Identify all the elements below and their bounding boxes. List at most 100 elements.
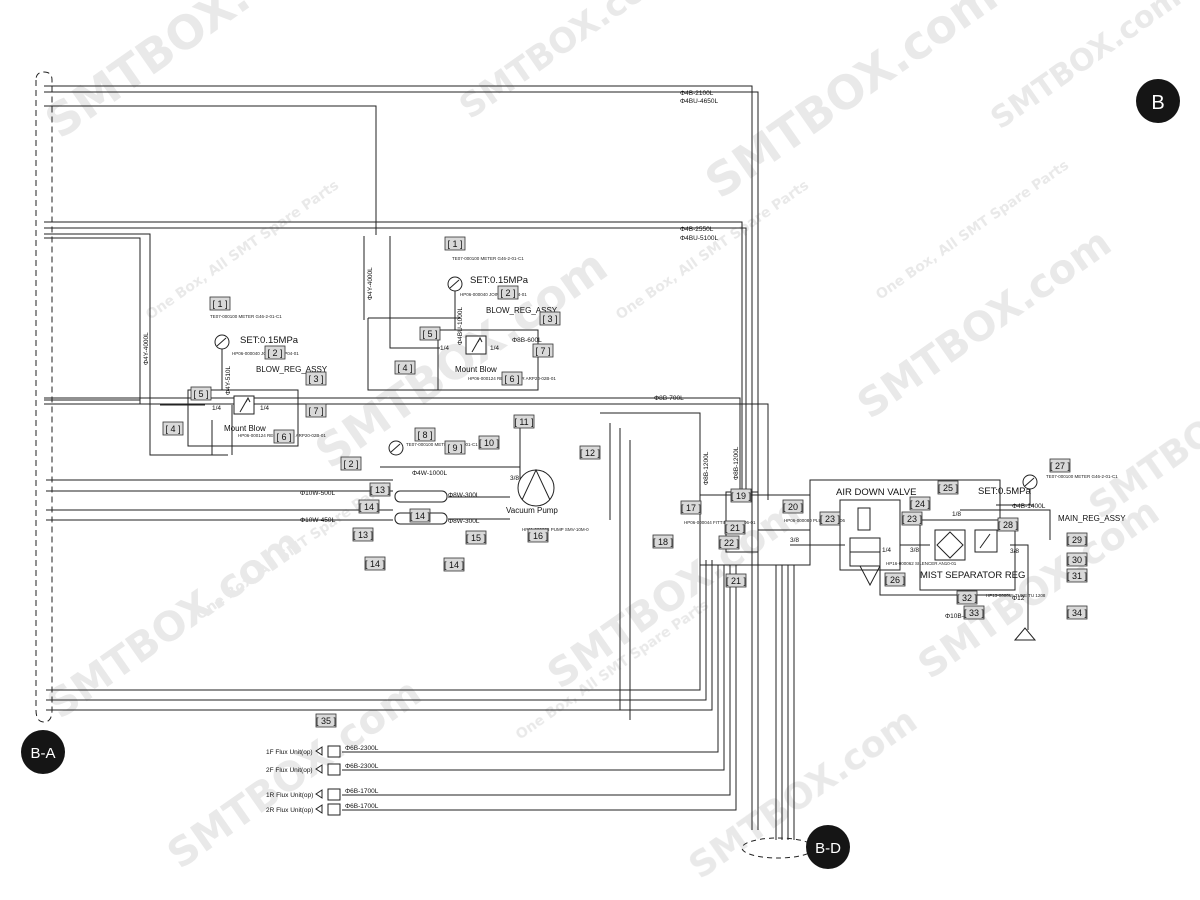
- part-number-label: [ 4 ]: [397, 363, 412, 373]
- part-number-label: [ 6 ]: [504, 374, 519, 384]
- part-number-label: [ 3 ]: [308, 374, 323, 384]
- hose-labels: Φ4B-2100L Φ4BU-4650L Φ4B-2550L Φ4BU-5100…: [143, 90, 1046, 810]
- part-number-tag: [ 20 ]: [782, 499, 804, 514]
- blow-reg-box-1: [187, 389, 299, 447]
- part-number-label: [ 14 ]: [444, 560, 464, 570]
- assembly-name: BLOW_REG_ASSY: [256, 365, 328, 374]
- part-number-label: [ 16 ]: [528, 531, 548, 541]
- hose-label: Φ4B-1400L: [1012, 503, 1046, 510]
- part-number-tag: [ 23 ]: [901, 511, 923, 526]
- part-number-label: [ 20 ]: [783, 502, 803, 512]
- port-size: 1/4: [440, 345, 449, 352]
- gauges: [214, 276, 1038, 505]
- part-number-label: [ 22 ]: [719, 538, 739, 548]
- part-number-tag: [ 11 ]: [513, 414, 535, 429]
- part-number-tag: [ 16 ]: [527, 528, 549, 543]
- connector-b-label: B: [1151, 92, 1164, 114]
- part-number-label: [ 7 ]: [535, 346, 550, 356]
- part-number-tag: [ 24 ]: [909, 496, 931, 511]
- port-size: 1/4: [260, 405, 269, 412]
- watermark-layer: SMTBOX.com SMTBOX.com SMTBOX.com SMTBOX.…: [35, 0, 1200, 887]
- part-number-label: [ 33 ]: [964, 608, 984, 618]
- part-number-tag: [ 15 ]: [465, 530, 487, 545]
- part-number-label: [ 27 ]: [1050, 461, 1070, 471]
- part-number-label: [ 34 ]: [1067, 608, 1087, 618]
- svg-text:SMTBOX.com: SMTBOX.com: [35, 0, 347, 149]
- flux-unit-label: 2F Flux Unit(op): [266, 767, 313, 774]
- part-number-label: [ 18 ]: [653, 537, 673, 547]
- part-number-tag: [ 6 ]: [273, 429, 295, 444]
- part-description: HP06-000044 FITTING KQ2H06-01: [684, 520, 756, 525]
- svg-text:One Box, All SMT Spare Parts: One Box, All SMT Spare Parts: [143, 177, 342, 323]
- port-size: 1/4: [490, 345, 499, 352]
- part-number-label: [ 9 ]: [447, 443, 462, 453]
- vacuum-pump: [517, 428, 555, 507]
- part-number-tag: [ 35 ]: [315, 713, 337, 728]
- part-number-label: [ 13 ]: [370, 485, 390, 495]
- hose-label: Φ8B-1200L: [703, 451, 710, 485]
- assembly-name: AIR DOWN VALVE: [836, 487, 916, 498]
- part-number-label: [ 12 ]: [580, 448, 600, 458]
- part-description: HP06-000080 PLUG KQ2P-06: [784, 518, 846, 523]
- part-number-tag: [ 1 ]: [209, 296, 231, 311]
- part-number-tag: [ 21 ]: [724, 520, 746, 535]
- assembly-name: Vacuum Pump: [506, 506, 558, 515]
- part-number-label: [ 11 ]: [514, 417, 533, 427]
- component-labels: SET:0.15MPa SET:0.15MPa SET:0.5MPa BLOW_…: [212, 275, 1126, 581]
- part-number-tag: [ 28 ]: [997, 517, 1019, 532]
- part-number-tag: [ 5 ]: [419, 326, 441, 341]
- valve-icon: [849, 537, 881, 553]
- part-description: TE07-000100 METER G46-2-01-C1: [406, 442, 478, 447]
- part-number-tag: [ 4 ]: [394, 360, 416, 375]
- part-number-tag: [ 8 ]: [414, 427, 436, 442]
- hose-label: Φ4Y-4000L: [143, 332, 150, 365]
- svg-text:SMTBOX.com: SMTBOX.com: [849, 220, 1119, 429]
- part-number-label: [ 28 ]: [998, 520, 1018, 530]
- part-description: TE07-000100 METER G46-2-01-C1: [452, 256, 524, 261]
- svg-text:SMTBOX.com: SMTBOX.com: [452, 0, 682, 127]
- connector-b[interactable]: B: [1136, 79, 1180, 123]
- part-number-label: [ 2 ]: [267, 348, 282, 358]
- part-number-tag: [ 14 ]: [358, 499, 380, 514]
- hose-label: Φ4W-1000L: [412, 470, 447, 477]
- part-number-tag: [ 6 ]: [501, 371, 523, 386]
- part-number-tag: [ 27 ]: [1049, 458, 1071, 473]
- pressure-setting: SET:0.15MPa: [470, 275, 529, 286]
- part-number-label: [ 13 ]: [353, 530, 373, 540]
- hose-label: Φ6B-1700L: [345, 788, 379, 795]
- part-number-label: [ 23 ]: [820, 514, 840, 524]
- assembly-name: BLOW_REG_ASSY: [486, 306, 558, 315]
- connector-b-d[interactable]: B-D: [806, 825, 850, 869]
- part-number-label: [ 15 ]: [466, 533, 486, 543]
- part-number-label: [ 19 ]: [731, 491, 751, 501]
- part-number-tag: [ 32 ]: [956, 590, 978, 605]
- part-number-tag: [ 2 ]: [497, 285, 519, 300]
- part-number-label: [ 24 ]: [910, 499, 930, 509]
- part-number-label: [ 2 ]: [500, 288, 515, 298]
- part-number-label: [ 8 ]: [417, 430, 432, 440]
- port-size: 1/4: [212, 405, 221, 412]
- assembly-name: Mount Blow: [455, 365, 497, 374]
- part-number-tag: [ 10 ]: [478, 435, 500, 450]
- regulators: [233, 335, 998, 561]
- part-number-tag: [ 12 ]: [579, 445, 601, 460]
- part-tags: [ 1 ][ 2 ][ 3 ][ 4 ][ 5 ][ 6 ][ 7 ][ 1 ]…: [162, 236, 1088, 728]
- connector-b-a[interactable]: B-A: [21, 730, 65, 774]
- svg-text:One Box, All SMT Spare Parts: One Box, All SMT Spare Parts: [613, 177, 812, 323]
- ejector-units: [394, 490, 448, 525]
- part-description: HP13-000065 TUBE TU 1208: [986, 593, 1046, 598]
- flux-unit-label: 2R Flux Unit(op): [266, 807, 313, 814]
- hose-label: Φ4Y-4000L: [367, 267, 374, 300]
- part-number-tag: [ 18 ]: [652, 534, 674, 549]
- hose-label: Φ6B-2300L: [345, 745, 379, 752]
- port-size: 3/8: [910, 547, 919, 554]
- equipment-boxes: [187, 329, 1016, 591]
- part-number-tag: [ 25 ]: [937, 480, 959, 495]
- blow-reg-box-2: [437, 329, 539, 391]
- part-number-label: [ 23 ]: [902, 514, 922, 524]
- connector-b-a-label: B-A: [30, 745, 55, 762]
- svg-text:SMTBOX.com: SMTBOX.com: [1082, 340, 1200, 527]
- part-number-tag: [ 5 ]: [190, 386, 212, 401]
- part-number-label: [ 5 ]: [193, 389, 208, 399]
